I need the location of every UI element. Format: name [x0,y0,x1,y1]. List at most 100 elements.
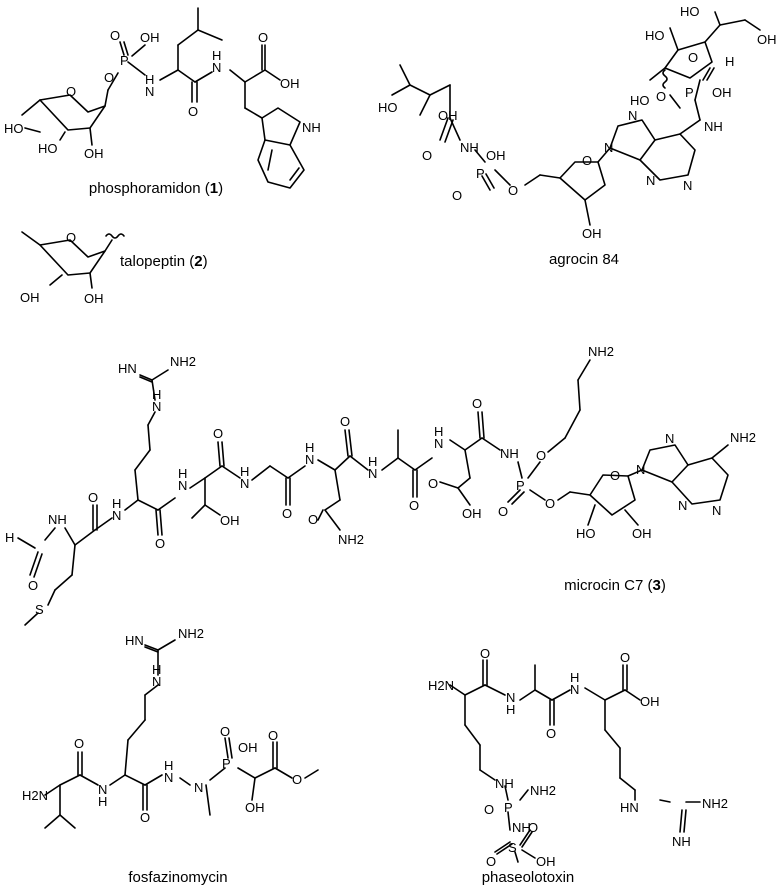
atom-label: O [582,153,592,168]
atom-label: N [712,503,721,518]
atom-label: H2N [428,678,454,693]
atom-label: N [305,452,314,467]
atom-label: H [305,440,314,455]
atom-label: NH [460,140,479,155]
atom-label: HN [620,800,639,815]
atom-label: O [74,736,84,751]
atom-label: H [152,662,161,677]
atom-label: HO [576,526,596,541]
atom-label: OH [84,291,104,306]
atom-label: NH2 [170,354,196,369]
atom-label: N [212,60,221,75]
atom-label: P [516,478,525,493]
atom-label: OH [220,513,240,528]
atom-label: N [164,770,173,785]
atom-label: O [452,188,462,203]
atom-label: N [636,462,645,477]
atom-label: O [155,536,165,551]
atom-label: HO [38,141,58,156]
atom-label: H [145,72,154,87]
atom-label: H [240,464,249,479]
atom-label: N [240,476,249,491]
compound-caption: agrocin 84 [549,251,619,268]
atom-label: OH [757,32,777,47]
atom-label: O [546,726,556,741]
atom-label: HO [4,121,24,136]
atom-label: OH [632,526,652,541]
atom-label: N [152,399,161,414]
atom-label: H [368,454,377,469]
atom-label: N [194,780,203,795]
atom-label: OH [462,506,482,521]
atom-label: P [504,800,513,815]
atom-label: O [188,104,198,119]
atom-label: P [120,53,129,68]
atom-label: H [112,496,121,511]
atom-label: O [428,476,438,491]
atom-label: O [486,854,496,869]
atom-label: O [268,728,278,743]
atom-label: OH [582,226,602,241]
atom-label: OH [280,76,300,91]
atom-label: P [685,85,694,100]
atom-label: S [508,840,517,855]
atom-label: HO [630,93,650,108]
atom-label: N [678,498,687,513]
talopeptin-structure: O OH OH talopeptin (2) [20,230,208,306]
atom-label: P [476,166,485,181]
atom-label: HN [118,361,137,376]
atom-label: O [88,490,98,505]
compound-caption: phaseolotoxin [482,869,575,886]
atom-label: O [610,468,620,483]
atom-label: HO [645,28,665,43]
atom-label: OH [536,854,556,869]
compound-caption: talopeptin (2) [120,253,208,270]
atom-label: H [164,758,173,773]
atom-label: P [222,756,231,771]
atom-label: OH [238,740,258,755]
atom-label: N [683,178,692,193]
atom-label: O [340,414,350,429]
atom-label: O [213,426,223,441]
atom-label: HO [378,100,398,115]
atom-label: NH [48,512,67,527]
atom-label: HO [680,4,700,19]
atom-label: NH [512,820,531,835]
atom-label: O [545,496,555,511]
atom-label: N [646,173,655,188]
compound-caption: microcin C7 (3) [564,577,666,594]
microcin-c7-structure: H O NH S O N H HN NH2 N H O N H OH O N H… [5,344,756,626]
atom-label: N [178,478,187,493]
atom-label: NH2 [178,626,204,641]
atom-label: N [665,431,674,446]
atom-label: NH2 [702,796,728,811]
atom-label: OH [84,146,104,161]
atom-label: O [498,504,508,519]
atom-label: OH [140,30,160,45]
atom-label: NH [302,120,321,135]
atom-label: O [28,578,38,593]
atom-label: OH [712,85,732,100]
atom-label: O [308,512,318,527]
atom-label: OH [245,800,265,815]
atom-label: N [152,674,161,689]
phaseolotoxin-structure: H2N O N H NH P NH2 O NH S O O OH O N H O… [428,646,728,886]
atom-label: N [434,436,443,451]
atom-label: O [104,70,114,85]
atom-label: O [110,28,120,43]
atom-label: O [66,230,76,245]
compound-caption: fosfazinomycin [128,869,227,886]
atom-label: HN [125,633,144,648]
atom-label: H2N [22,788,48,803]
atom-label: OH [20,290,40,305]
atom-label: S [35,602,44,617]
atom-label: N [112,508,121,523]
compound-caption: phosphoramidon (1) [89,180,223,197]
atom-label: NH [495,776,514,791]
atom-label: O [484,802,494,817]
atom-label: H [570,670,579,685]
phosphoramidon-structure: HO HO OH O O P O OH N H O N H O OH NH ph… [4,7,321,197]
atom-label: N [604,140,613,155]
atom-label: NH [672,834,691,849]
